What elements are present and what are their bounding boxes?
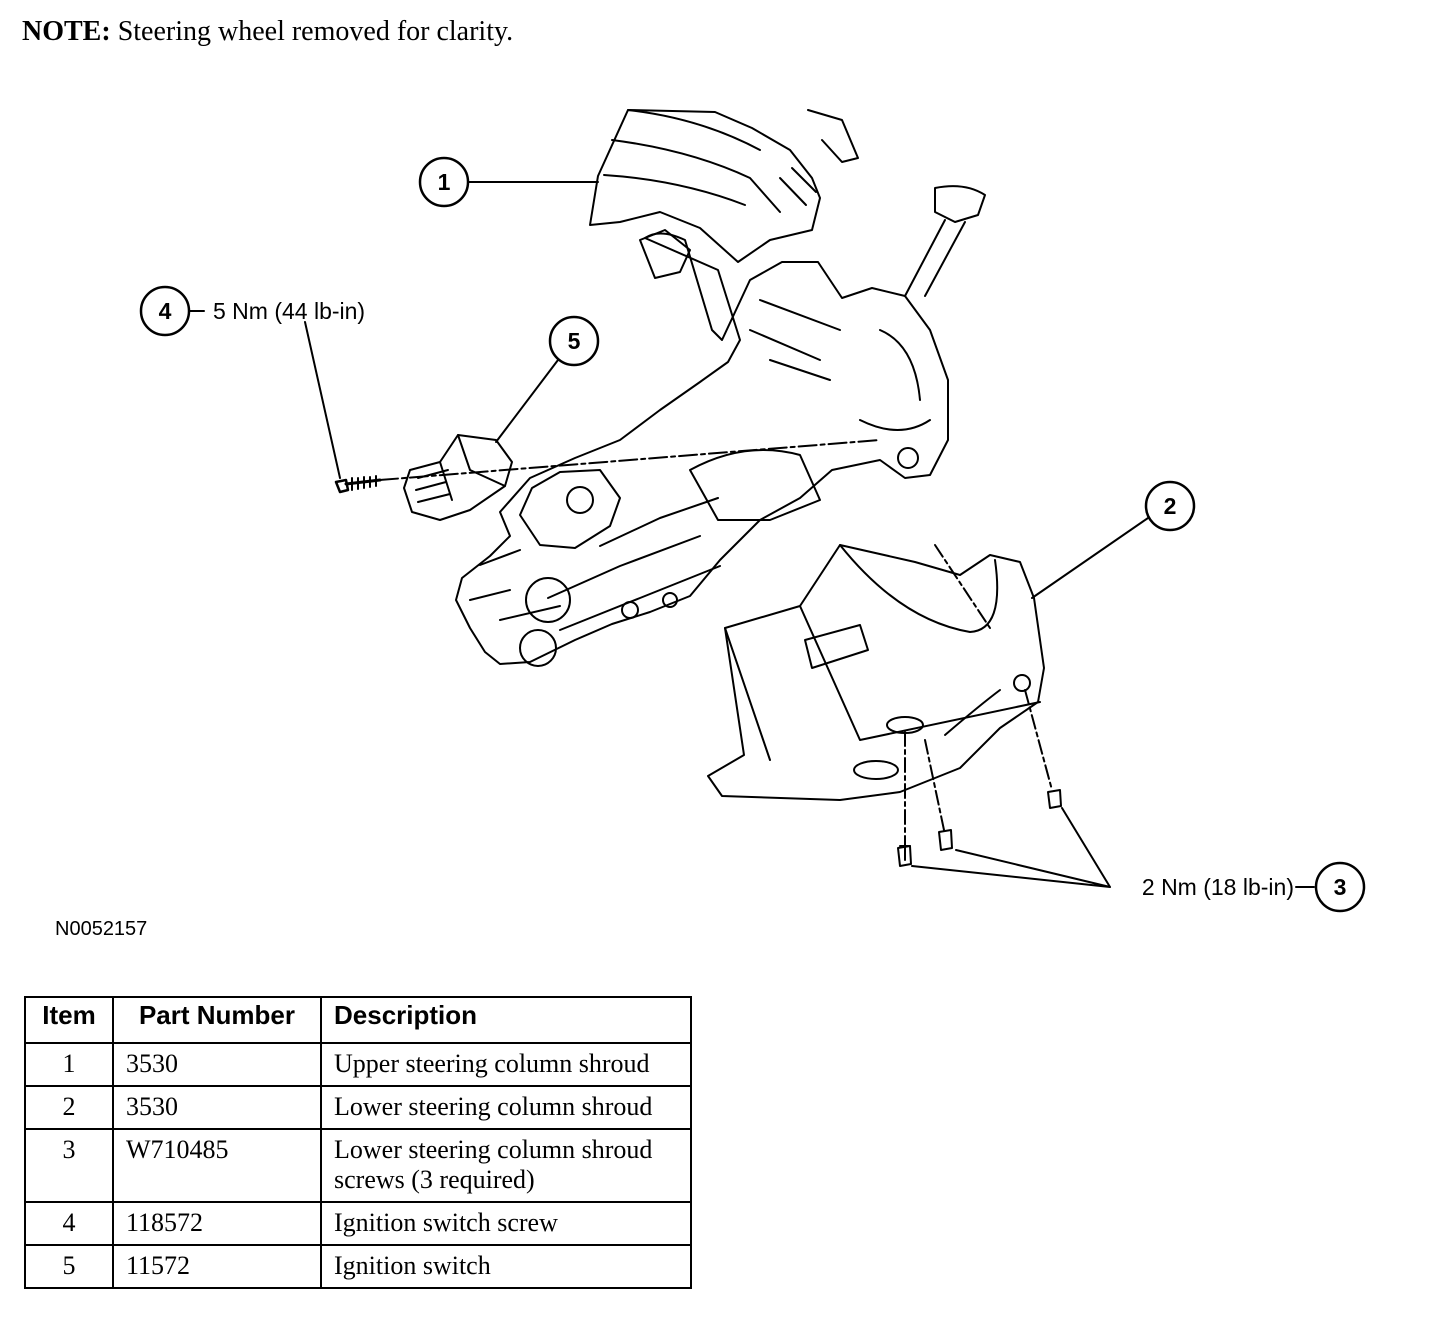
callout-1-number: 1 — [438, 169, 451, 195]
lower-shroud-drawing — [707, 544, 1045, 801]
exploded-view-illustration: 1 2 3 2 Nm (18 lb-in) 4 5 Nm (44 lb-in) … — [55, 109, 1366, 940]
callout-5: 5 — [495, 315, 600, 443]
row-item: 1 — [24, 1042, 114, 1087]
table-row: 2 3530 Lower steering column shroud — [24, 1085, 692, 1130]
note: NOTE: Steering wheel removed for clarity… — [22, 14, 513, 50]
table-row: 1 3530 Upper steering column shroud — [24, 1042, 692, 1087]
ignition-switch-screw-drawing — [334, 439, 881, 494]
row-part-number: W710485 — [112, 1128, 322, 1203]
row-item: 2 — [24, 1085, 114, 1130]
row-description: Ignition switch — [320, 1244, 692, 1289]
header-item: Item — [24, 996, 114, 1044]
row-description: Lower steering column shroud screws (3 r… — [320, 1128, 692, 1203]
row-item: 5 — [24, 1244, 114, 1289]
parts-table: Item Part Number Description 1 3530 Uppe… — [24, 996, 692, 1289]
note-label: NOTE: — [22, 16, 111, 47]
callout-3-torque: 2 Nm (18 lb-in) — [1142, 874, 1294, 900]
figure-id: N0052157 — [55, 918, 147, 940]
row-item: 4 — [24, 1201, 114, 1246]
callout-4-torque: 5 Nm (44 lb-in) — [213, 298, 365, 324]
steering-column-drawing — [455, 185, 986, 667]
callout-3: 3 2 Nm (18 lb-in) — [911, 807, 1366, 913]
upper-shroud-drawing — [589, 109, 859, 263]
callout-4: 4 5 Nm (44 lb-in) — [139, 285, 365, 479]
row-description: Ignition switch screw — [320, 1201, 692, 1246]
row-description: Upper steering column shroud — [320, 1042, 692, 1087]
header-description: Description — [320, 996, 692, 1044]
callout-2-number: 2 — [1164, 493, 1177, 519]
row-part-number: 118572 — [112, 1201, 322, 1246]
callout-2: 2 — [1031, 480, 1196, 599]
table-row: 4 118572 Ignition switch screw — [24, 1201, 692, 1246]
row-part-number: 3530 — [112, 1042, 322, 1087]
table-row: 5 11572 Ignition switch — [24, 1244, 692, 1289]
callout-3-number: 3 — [1334, 874, 1347, 900]
row-part-number: 11572 — [112, 1244, 322, 1289]
callout-5-number: 5 — [568, 328, 581, 354]
note-text: Steering wheel removed for clarity. — [117, 16, 514, 47]
row-part-number: 3530 — [112, 1085, 322, 1130]
callout-1: 1 — [418, 156, 599, 208]
table-header-row: Item Part Number Description — [24, 996, 692, 1044]
ignition-switch-drawing — [403, 434, 513, 521]
row-description: Lower steering column shroud — [320, 1085, 692, 1130]
table-row: 3 W710485 Lower steering column shroud s… — [24, 1128, 692, 1203]
row-item: 3 — [24, 1128, 114, 1203]
shroud-screws-drawing — [897, 544, 1062, 867]
header-part-number: Part Number — [112, 996, 322, 1044]
callout-4-number: 4 — [159, 298, 172, 324]
